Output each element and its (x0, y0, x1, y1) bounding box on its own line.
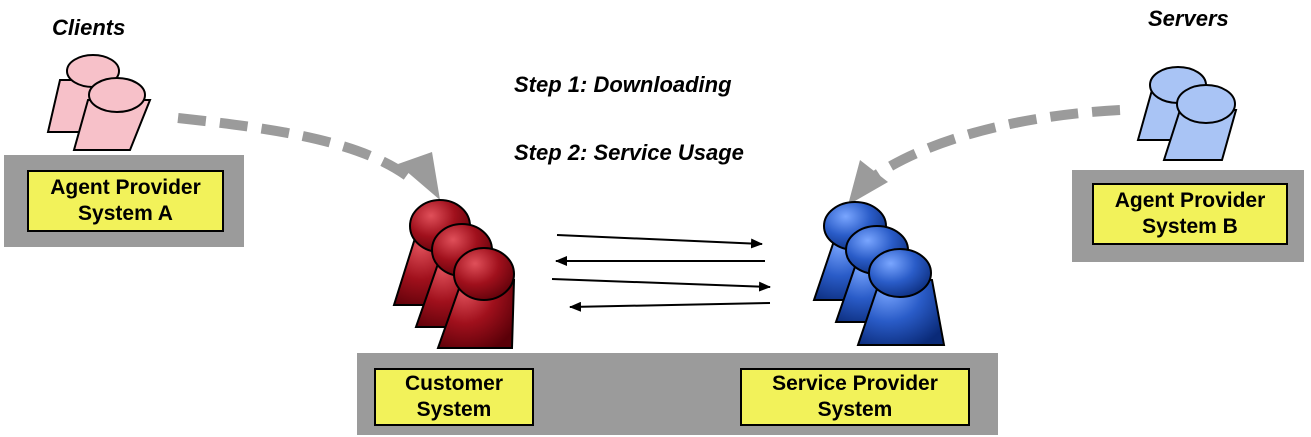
download-arrowhead-right (848, 160, 888, 205)
download-arrow-left (177, 113, 414, 182)
agent-provider-system-b-box: Agent Provider System B (1092, 183, 1288, 245)
message-arrow-1 (556, 234, 763, 249)
provider-agents-icon (812, 201, 946, 346)
service-provider-line2: System (817, 398, 893, 421)
message-arrow-4 (569, 301, 771, 312)
step-1-label: Step 1: Downloading (514, 72, 732, 97)
service-provider-system-box: Service Provider System (740, 368, 970, 426)
customer-line1: Customer (404, 372, 504, 395)
download-arrowhead-left (398, 152, 440, 200)
agent-b-line2: System B (1142, 215, 1238, 238)
download-arrow-right (869, 105, 1121, 183)
agent-b-line1: Agent Provider (1114, 189, 1266, 212)
server-agents-icon (1136, 66, 1238, 161)
agent-a-line2: System A (78, 202, 173, 225)
servers-heading: Servers (1148, 6, 1229, 31)
message-arrow-3 (551, 278, 771, 292)
customer-agents-icon (392, 199, 516, 349)
customer-line2: System (416, 398, 492, 421)
client-agents-icon (46, 54, 152, 151)
agent-a-line1: Agent Provider (50, 176, 201, 199)
clients-heading: Clients (52, 15, 126, 40)
step-2-label: Step 2: Service Usage (514, 140, 744, 165)
customer-system-box: Customer System (374, 368, 534, 426)
agent-provider-system-a-box: Agent Provider System A (27, 170, 224, 232)
service-provider-line1: Service Provider (772, 372, 938, 395)
